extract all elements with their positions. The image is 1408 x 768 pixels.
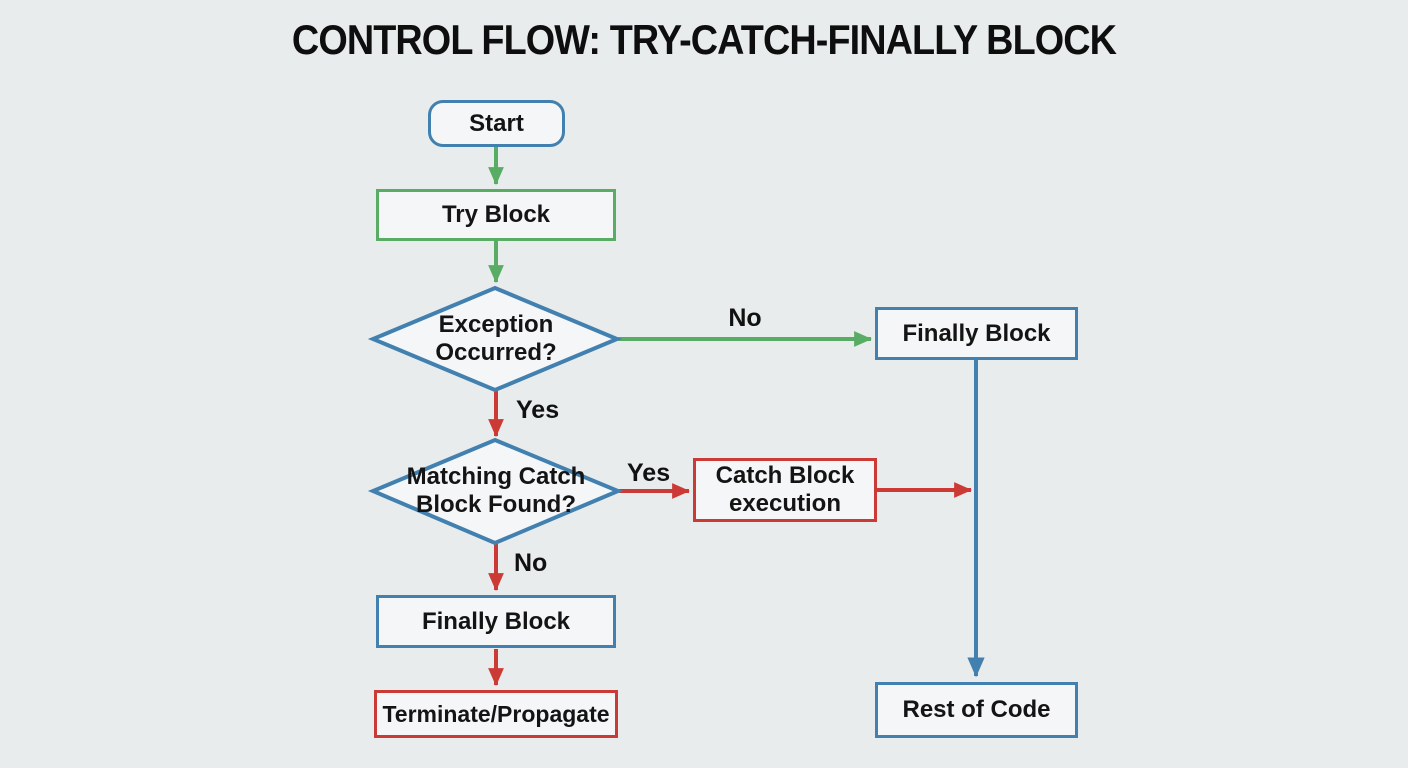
- catch-execution-node: Catch Block execution: [693, 458, 877, 522]
- rest-of-code-label: Rest of Code: [902, 696, 1051, 724]
- start-node-label: Start: [469, 109, 524, 137]
- exception-decision-diamond: [367, 285, 623, 393]
- start-node: Start: [428, 100, 565, 147]
- finally-block-right-node: Finally Block: [875, 307, 1078, 360]
- finally-block-right-label: Finally Block: [902, 319, 1051, 347]
- edge-label-catch-yes: Yes: [627, 459, 671, 487]
- terminate-propagate-node: Terminate/Propagate: [374, 690, 618, 738]
- diagram-title: CONTROL FLOW: TRY-CATCH-FINALLY BLOCK: [291, 16, 1117, 63]
- rest-of-code-node: Rest of Code: [875, 682, 1078, 738]
- finally-block-left-node: Finally Block: [376, 595, 616, 648]
- exception-decision-label: Exception Occurred?: [435, 311, 557, 366]
- try-block-node: Try Block: [376, 189, 616, 241]
- catch-decision-label: Matching Catch Block Found?: [406, 463, 586, 518]
- catch-execution-label: Catch Block execution: [715, 462, 855, 517]
- catch-decision-diamond: [367, 437, 624, 546]
- finally-block-left-label: Finally Block: [421, 607, 571, 635]
- edge-label-catch-no: No: [514, 549, 548, 577]
- try-block-label: Try Block: [441, 201, 551, 229]
- terminate-propagate-label: Terminate/Propagate: [382, 700, 610, 727]
- edge-label-exception-yes: Yes: [516, 396, 560, 424]
- edge-label-exception-no: No: [728, 304, 762, 332]
